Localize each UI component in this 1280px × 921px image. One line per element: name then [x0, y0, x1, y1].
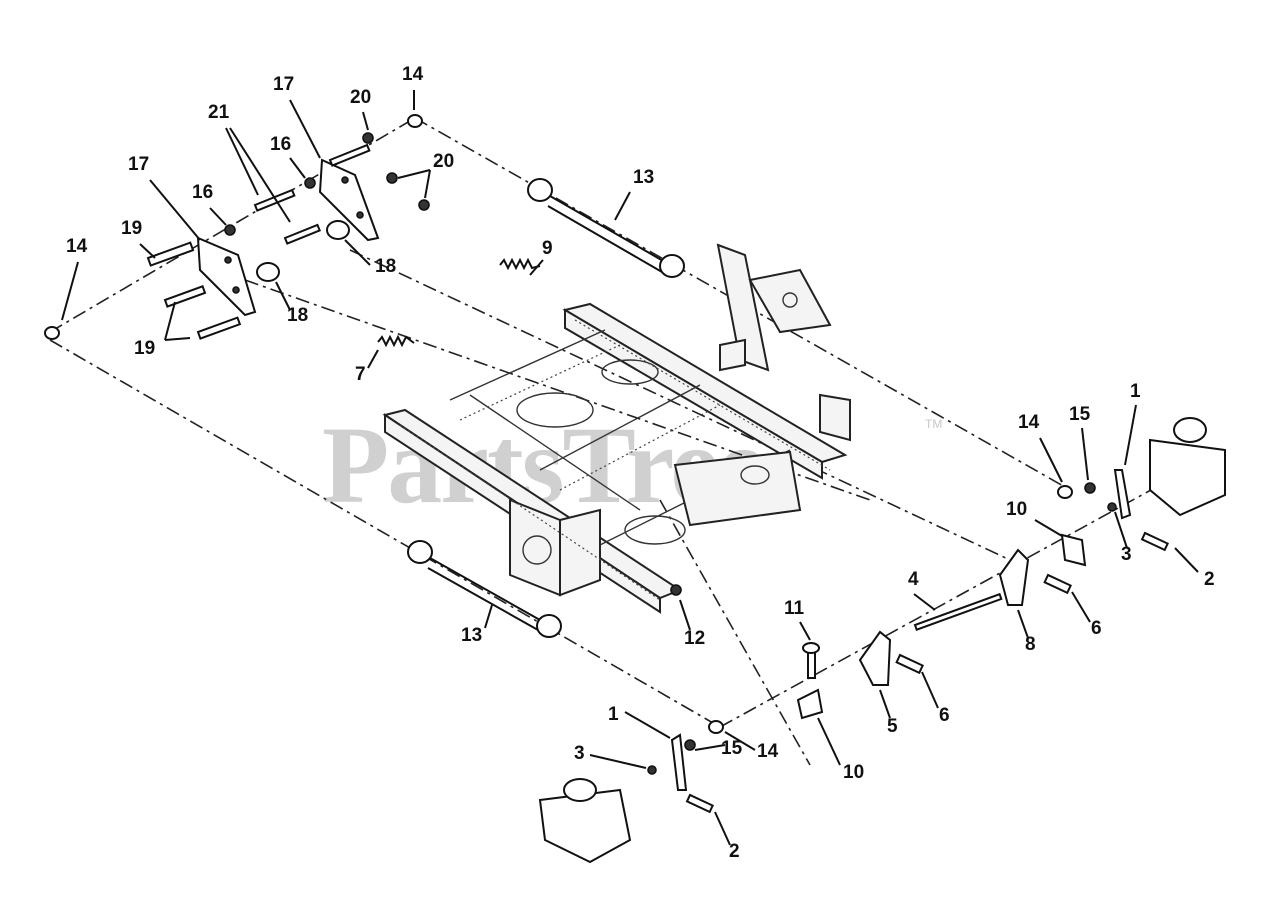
bolt-19-a [146, 241, 195, 267]
rod-4 [913, 592, 1003, 631]
callout-label: 15 [1069, 404, 1091, 425]
bolt-2-right [1140, 531, 1169, 552]
plate-17-upper [318, 158, 380, 242]
pin-21-a [253, 188, 296, 212]
spring-7 [377, 334, 415, 348]
nut-20-b [386, 172, 398, 184]
ball-joint-14-lower [708, 720, 724, 734]
callout-label: 15 [721, 738, 743, 759]
bushing-18-lower [256, 262, 280, 282]
callout-label: 14 [402, 64, 424, 85]
tie-rods [407, 178, 685, 638]
arm-1-lower [670, 733, 688, 791]
callout-label: 1 [1130, 381, 1141, 402]
spring-9 [499, 257, 541, 271]
bolt-19-b [163, 285, 207, 308]
callout-label: 3 [574, 743, 585, 764]
callout-label: 6 [939, 705, 950, 726]
nut-3-right [1107, 502, 1117, 512]
callout-labels: 14 17 20 21 16 20 13 17 16 19 14 9 18 18… [66, 64, 1215, 862]
callout-label: 21 [208, 102, 230, 123]
callout-label: 10 [843, 762, 864, 783]
callout-label: 16 [192, 182, 213, 203]
ball-joint-14-left [44, 326, 60, 340]
washer-15-right [1084, 482, 1096, 494]
pin-21-b [283, 223, 322, 245]
lower-linkage [538, 584, 924, 864]
callout-label: 12 [684, 628, 705, 649]
nut-12 [670, 584, 682, 596]
left-plate-assembly [44, 114, 430, 340]
callout-label: 9 [542, 238, 553, 259]
callout-label: 16 [270, 134, 291, 155]
gearbox-right [1149, 438, 1226, 517]
callout-label: 5 [887, 716, 898, 737]
bolt-19-c [196, 316, 242, 340]
callout-label: 3 [1121, 544, 1132, 565]
callout-label: 17 [128, 154, 149, 175]
callout-label: 4 [908, 569, 919, 590]
callout-label: 11 [784, 598, 805, 619]
frame-assembly [382, 243, 851, 614]
nut-16-b [304, 177, 316, 189]
callout-label: 13 [633, 167, 654, 188]
callout-label: 13 [461, 625, 482, 646]
tie-rod-13-upper [527, 178, 685, 278]
callout-label: 14 [1018, 412, 1040, 433]
callout-label: 17 [273, 74, 294, 95]
right-linkage [913, 417, 1226, 631]
nut-16-a [224, 224, 236, 236]
bolt-6-right [1043, 573, 1072, 595]
lever-8 [998, 548, 1030, 606]
callout-label: 20 [433, 151, 454, 172]
callout-label: 7 [355, 364, 366, 385]
ball-joint-14-top [407, 114, 423, 128]
callout-label: 2 [729, 841, 740, 862]
bracket-10-right [1060, 533, 1087, 567]
callout-label: 19 [121, 218, 142, 239]
callout-label: 8 [1025, 634, 1036, 655]
callout-label: 18 [287, 305, 308, 326]
bracket-10-lower [796, 688, 824, 720]
gearbox-lower [538, 788, 632, 864]
nut-20-a [362, 132, 374, 144]
plate-17-lower [196, 236, 257, 317]
nut-3-lower [647, 765, 657, 775]
bolt-11 [807, 649, 816, 679]
lever-5 [858, 630, 892, 686]
callout-label: 10 [1006, 499, 1027, 520]
washer-15-lower [684, 739, 696, 751]
tie-rod-13-lower [407, 540, 562, 638]
arm-1-right [1113, 469, 1132, 520]
leader-lines [61, 90, 1199, 846]
watermark-trademark: TM [925, 417, 942, 431]
callout-label: 18 [375, 256, 396, 277]
bushing-18-upper [326, 220, 350, 240]
bolt-6-lower [895, 653, 924, 675]
callout-label: 20 [350, 87, 371, 108]
nut-20-c [418, 199, 430, 211]
callout-label: 6 [1091, 618, 1102, 639]
callout-label: 14 [66, 236, 88, 257]
callout-label: 2 [1204, 569, 1215, 590]
callout-label: 14 [757, 741, 779, 762]
ball-joint-14-right [1057, 485, 1073, 499]
bolt-upper [328, 143, 371, 167]
callout-label: 19 [134, 338, 155, 359]
bolt-2-lower [685, 793, 714, 814]
springs [377, 257, 541, 348]
callout-label: 1 [608, 704, 619, 725]
